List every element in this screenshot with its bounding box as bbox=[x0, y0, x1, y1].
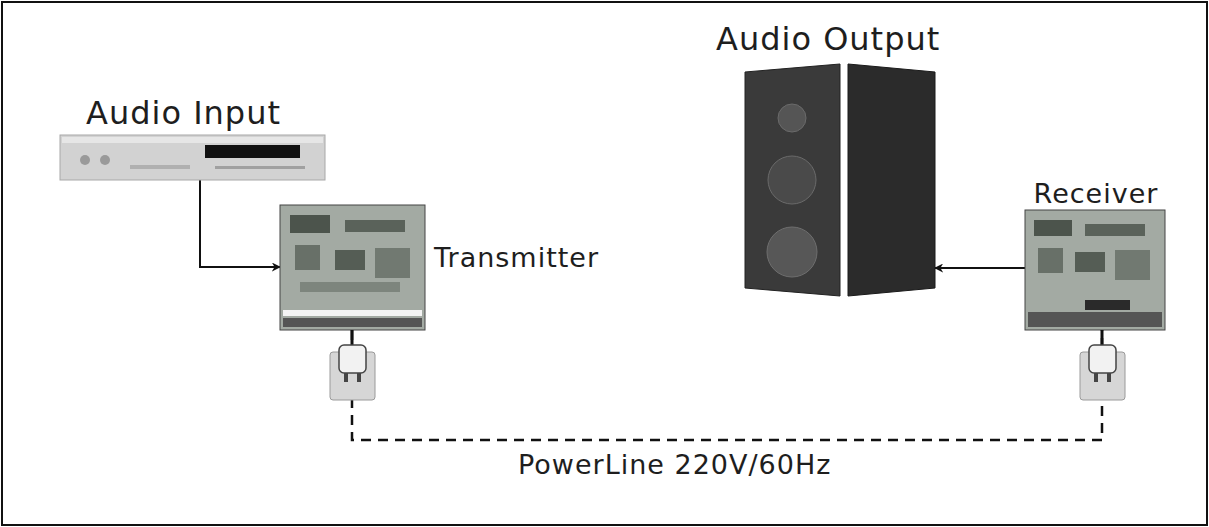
device-top bbox=[62, 137, 323, 143]
board-chip bbox=[300, 282, 400, 292]
board-chip bbox=[290, 215, 330, 233]
powerline-connection bbox=[352, 330, 1102, 440]
board-base bbox=[1028, 312, 1162, 327]
board-chip bbox=[1085, 224, 1145, 236]
board-chip bbox=[345, 220, 405, 232]
transmitter-board bbox=[280, 205, 425, 330]
board-connector bbox=[1085, 300, 1130, 310]
device-node: Receiver bbox=[1025, 210, 1165, 330]
plug-prong bbox=[1107, 373, 1111, 382]
plug-prong bbox=[357, 373, 361, 382]
device-knob bbox=[100, 155, 110, 165]
speaker-driver bbox=[767, 227, 817, 277]
device-label: Transmitter bbox=[434, 242, 599, 273]
signal-arrow bbox=[935, 267, 1025, 269]
board-base bbox=[283, 318, 422, 327]
power-cable bbox=[351, 330, 354, 346]
plug-prong bbox=[344, 373, 348, 382]
speaker-pair bbox=[745, 64, 935, 296]
speaker-driver bbox=[768, 156, 816, 204]
board-chip bbox=[1115, 250, 1150, 280]
device-node: Transmitter bbox=[280, 205, 425, 330]
device-slot bbox=[130, 165, 190, 169]
device-knob bbox=[80, 155, 90, 165]
device-buttons bbox=[215, 166, 305, 169]
audio-device bbox=[60, 135, 325, 180]
board-chip bbox=[295, 245, 320, 270]
receiver-plug bbox=[1080, 330, 1125, 400]
signal-arrow bbox=[200, 180, 280, 267]
board-strip bbox=[283, 310, 422, 316]
speaker-driver bbox=[778, 104, 806, 132]
board-chip bbox=[335, 250, 365, 270]
device-node: Audio Output bbox=[745, 65, 935, 295]
plug-body bbox=[1089, 345, 1116, 373]
board-body bbox=[280, 205, 425, 330]
receiver-board bbox=[1025, 210, 1165, 330]
power-cable bbox=[1101, 330, 1104, 346]
board-chip bbox=[1038, 248, 1063, 273]
device-display bbox=[205, 145, 300, 158]
device-label: Receiver bbox=[1034, 178, 1159, 209]
plug-prong bbox=[1094, 373, 1098, 382]
device-body bbox=[60, 135, 325, 180]
speaker-cabinet bbox=[745, 64, 840, 296]
board-chip bbox=[1075, 252, 1105, 272]
device-node: Audio Input bbox=[60, 135, 325, 180]
board-body bbox=[1025, 210, 1165, 330]
speaker-cabinet bbox=[848, 64, 935, 296]
device-label: Audio Input bbox=[86, 95, 281, 132]
board-chip bbox=[375, 248, 410, 278]
connection-label: PowerLine 220V/60Hz bbox=[515, 449, 834, 480]
plug-body bbox=[339, 345, 366, 373]
device-label: Audio Output bbox=[716, 21, 940, 58]
transmitter-plug bbox=[330, 330, 375, 400]
board-chip bbox=[1034, 220, 1072, 236]
